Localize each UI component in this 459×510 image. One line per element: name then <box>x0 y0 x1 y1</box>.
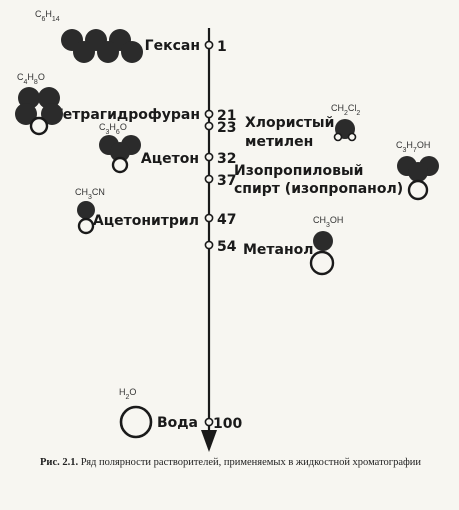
axis-ticks <box>204 40 214 427</box>
polarity-value-thf: 21 <box>217 108 236 124</box>
solvent-name-acetonitrile: Ацетонитрил <box>93 213 199 229</box>
formula-acetonitrile: CH3CN <box>75 187 105 201</box>
figure-caption-text: Ряд полярности растворителей, применяемы… <box>80 457 422 468</box>
polarity-value-acetone: 32 <box>217 151 236 167</box>
solvent-name-ipa-line2: спирт (изопропанол) <box>234 181 403 197</box>
solvent-name-hexane: Гексан <box>145 38 200 54</box>
molecule-model-thf <box>15 87 63 136</box>
molecule-model-dcm <box>333 119 357 142</box>
polarity-value-dcm: 23 <box>217 120 236 136</box>
polarity-value-hexane: 1 <box>217 39 227 55</box>
formula-hexane: C6H14 <box>35 9 60 23</box>
polarity-value-acetonitrile: 47 <box>217 212 236 228</box>
solvent-name-thf: Тетрагидрофуран <box>53 107 200 123</box>
molecule-model-hexane <box>61 29 143 63</box>
solvent-name-acetone: Ацетон <box>141 151 199 167</box>
molecule-model-acetonitrile <box>77 201 95 235</box>
polarity-value-ipa: 37 <box>217 173 236 189</box>
formula-thf: C4H8O <box>17 72 45 86</box>
formula-water: H2O <box>119 387 136 401</box>
formula-methanol: CH3OH <box>313 215 343 229</box>
molecule-model-ipa <box>397 156 439 201</box>
polarity-value-water: 100 <box>213 416 242 432</box>
axis-tick-3 <box>204 152 214 162</box>
molecule-model-water <box>119 405 153 439</box>
solvent-name-ipa-line1: Изопропиловый <box>234 163 363 179</box>
axis-tick-7 <box>204 417 214 427</box>
figure-caption-label: Рис. 2.1. <box>40 457 79 468</box>
solvent-name-methanol: Метанол <box>243 242 314 258</box>
axis-tick-1 <box>204 109 214 119</box>
figure-caption: Рис. 2.1. Ряд полярности растворителей, … <box>40 456 440 470</box>
solvent-name-dcm-line1: Хлористый <box>245 115 334 131</box>
formula-acetone: C3H6O <box>99 122 127 136</box>
axis-tick-5 <box>204 213 214 223</box>
axis-arrowhead <box>201 430 217 452</box>
polarity-value-methanol: 54 <box>217 239 237 255</box>
axis-tick-0 <box>204 40 214 50</box>
axis-tick-4 <box>204 174 214 184</box>
molecule-model-acetone <box>99 135 141 174</box>
formula-ipa: C3H7OH <box>396 140 430 154</box>
formula-dcm: CH2Cl2 <box>331 103 360 117</box>
axis-tick-2 <box>204 121 214 131</box>
solvent-name-dcm-line2: метилен <box>245 134 313 150</box>
solvent-name-water: Вода <box>157 415 198 431</box>
molecule-model-methanol <box>309 231 335 276</box>
axis-tick-6 <box>204 240 214 250</box>
